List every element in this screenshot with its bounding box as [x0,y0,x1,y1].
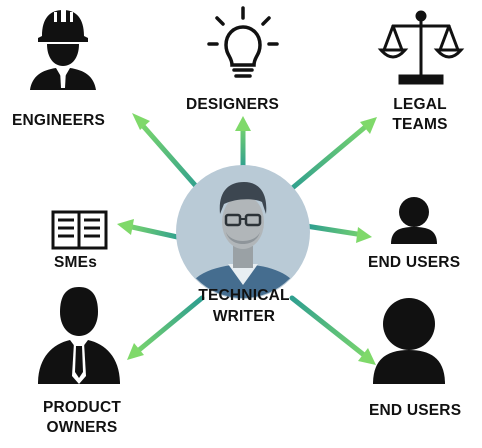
label-product-line2: OWNERS [46,418,118,436]
label-smes: SMEs [54,254,98,271]
arrow-to-designers [235,116,251,168]
user-icon [391,197,437,244]
arrow-to-smes [117,219,185,241]
label-legal-teams: LEGAL TEAMS [383,95,457,135]
arrow-to-end-users-bottom [289,295,376,365]
label-product-line1: PRODUCT [42,399,122,416]
label-end-users-bottom: END USERS [369,402,462,419]
book-icon [51,210,108,250]
label-product-owners: PRODUCT OWNERS [20,398,144,438]
arrow-to-end-users-top [303,223,372,243]
center-label-line1: TECHNICAL [198,287,290,304]
label-legal-line2: TEAMS [392,115,448,133]
scales-icon [377,10,465,85]
writer-avatar-icon [176,165,310,299]
user-large-icon [373,298,445,384]
center-label-technical-writer: TECHNICAL WRITER [170,286,318,328]
arrow-to-engineers [132,113,205,196]
label-designers: DESIGNERS [186,96,280,113]
engineer-icon [30,8,96,90]
businessman-icon [38,287,120,384]
center-label-line2: WRITER [212,307,276,325]
arrow-to-product-owners [127,295,205,360]
label-legal-line1: LEGAL [393,96,447,113]
lightbulb-icon [207,6,279,78]
arrow-to-legal-teams [287,117,377,193]
label-end-users-top: END USERS [368,254,461,271]
label-engineers: ENGINEERS [12,112,106,129]
